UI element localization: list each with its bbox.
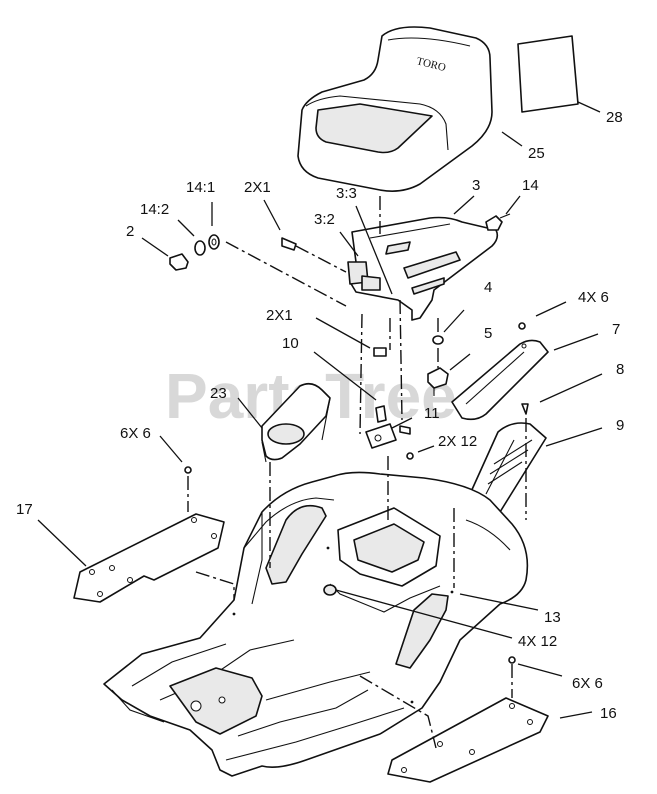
part-28-decal[interactable] (517, 35, 579, 113)
assembly-lines (187, 196, 527, 749)
callout-14-2[interactable]: 14:2 (140, 201, 169, 218)
part-5-switch[interactable] (427, 367, 449, 396)
callout-9[interactable]: 9 (616, 417, 624, 434)
part-3-seat-bracket[interactable] (347, 216, 499, 321)
callout-6x6-left[interactable]: 6X 6 (120, 425, 151, 442)
part-7-pad[interactable] (451, 339, 549, 421)
callout-11[interactable]: 11 (424, 405, 440, 422)
callout-16[interactable]: 16 (600, 705, 617, 722)
callout-8[interactable]: 8 (616, 361, 624, 378)
callout-28[interactable]: 28 (606, 109, 623, 126)
callout-14-1[interactable]: 14:1 (186, 179, 215, 196)
part-2-knob[interactable] (169, 253, 189, 271)
callout-13[interactable]: 13 (544, 609, 561, 626)
leader-lines (37, 101, 603, 719)
callout-17[interactable]: 17 (16, 501, 33, 518)
callout-7[interactable]: 7 (612, 321, 620, 338)
main-body-fender[interactable] (103, 471, 529, 777)
callout-2x12[interactable]: 2X 12 (438, 433, 477, 450)
part-2x1-screw-upper[interactable] (281, 237, 297, 251)
part-10-screw[interactable] (375, 405, 387, 423)
part-6x6-screw-right[interactable] (508, 656, 516, 664)
callout-labels: 28 25 3 14 14:1 2X1 3:3 14:2 3:2 2 4 4X … (16, 109, 624, 722)
callout-23[interactable]: 23 (210, 385, 227, 402)
part-2x12-nut[interactable] (406, 452, 414, 460)
callout-10[interactable]: 10 (282, 335, 299, 352)
part-16-foot-plate[interactable] (387, 697, 549, 783)
part-23-cup-holder[interactable] (261, 382, 331, 463)
part-2x1-screw-lower[interactable] (373, 347, 387, 357)
callout-25[interactable]: 25 (528, 145, 545, 162)
callout-3[interactable]: 3 (472, 177, 480, 194)
part-14-switch[interactable] (485, 213, 511, 231)
callout-3-3[interactable]: 3:3 (336, 185, 357, 202)
callout-2x1-lower[interactable]: 2X1 (266, 307, 293, 324)
callout-3-2[interactable]: 3:2 (314, 211, 335, 228)
callout-6x6-right[interactable]: 6X 6 (572, 675, 603, 692)
callout-4x6[interactable]: 4X 6 (578, 289, 609, 306)
part-14-1-oring[interactable] (208, 234, 220, 250)
part-14-2-washer[interactable] (194, 240, 206, 256)
part-17-foot-plate[interactable] (73, 513, 225, 603)
part-4x6-screw[interactable] (518, 322, 526, 330)
part-11-bracket[interactable] (365, 423, 411, 449)
callout-4[interactable]: 4 (484, 279, 492, 296)
part-6x6-screw-left[interactable] (184, 466, 192, 474)
callout-4x12[interactable]: 4X 12 (518, 633, 557, 650)
callout-14[interactable]: 14 (522, 177, 539, 194)
callout-5[interactable]: 5 (484, 325, 492, 342)
part-4-washer[interactable] (432, 335, 444, 345)
callout-2x1-upper[interactable]: 2X1 (244, 179, 271, 196)
part-8-screw[interactable] (521, 403, 529, 415)
callout-2[interactable]: 2 (126, 223, 134, 240)
part-25-seat[interactable]: TORO (297, 26, 493, 192)
